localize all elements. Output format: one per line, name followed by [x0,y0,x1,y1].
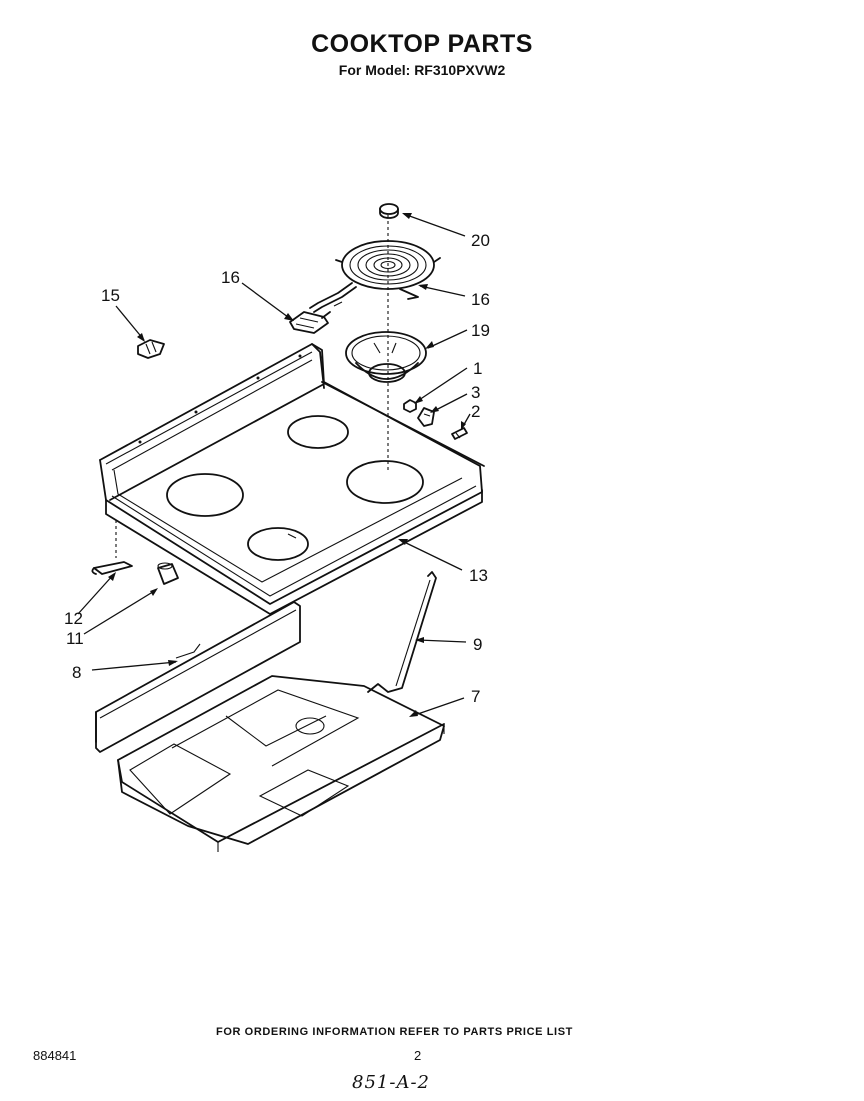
callout-12: 12 [64,609,83,628]
part-20-cap [379,203,399,219]
leader-lines [77,213,471,717]
callout-13: 13 [469,566,488,585]
part-19-surface-element [309,240,441,313]
callout-7: 7 [471,687,480,706]
part-7-burner-box [117,675,445,852]
callout-8: 8 [72,663,81,682]
callout-20: 20 [471,231,490,250]
callout-15: 15 [101,286,120,305]
callout-3: 3 [471,383,480,402]
callout-1: 1 [473,359,482,378]
part-8-support-rail [95,601,301,753]
callout-19: 16 [471,290,490,309]
handwritten-code: 851-A-2 [352,1072,430,1093]
page-title: COOKTOP PARTS [311,30,533,58]
part-2-screw [451,427,468,440]
part-9-wire-rod [367,571,437,693]
part-11-sleeve [157,562,179,585]
page-number: 2 [414,1048,422,1063]
part-15-clip [137,339,165,359]
part-1-nut [403,399,417,413]
part-3-bracket [417,407,435,427]
model-subtitle: For Model: RF310PXVW2 [338,62,506,78]
part-12-clamp [91,520,133,575]
callout-2: 2 [471,402,480,421]
callout-18: 19 [471,321,490,340]
callout-16: 16 [221,268,240,287]
document-number: 884841 [33,1048,77,1063]
callout-11: 11 [66,629,84,648]
part-13-cooktop [99,343,485,615]
part-16-terminal-block [289,311,331,334]
ordering-note: FOR ORDERING INFORMATION REFER TO PARTS … [216,1026,573,1038]
callout-9: 9 [473,635,482,654]
callout-labels: 20 16 16 15 19 1 3 2 13 12 11 8 9 7 [64,231,490,706]
part-18-drip-bowl [345,331,427,383]
